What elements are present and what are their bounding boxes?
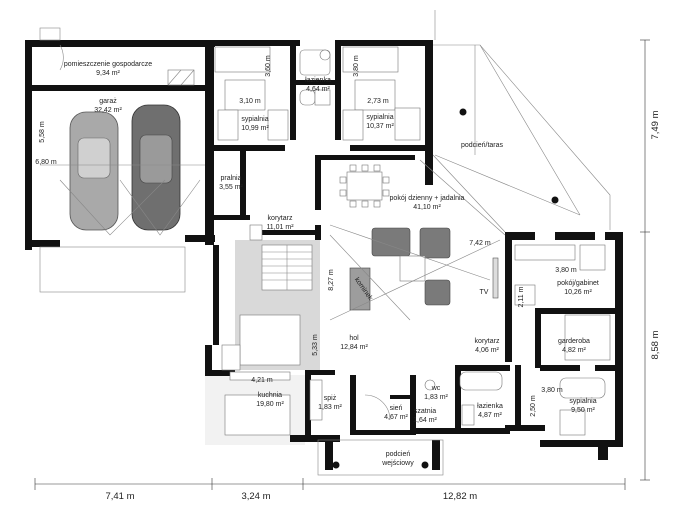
label-pokoj-dzienny-name: pokój dzienny + jadalnia bbox=[390, 195, 465, 202]
label-sypialnia3-area: 9,50 m² bbox=[571, 407, 595, 414]
dim-3-80c: 3,80 m bbox=[541, 387, 563, 394]
stairs bbox=[261, 244, 313, 291]
walls bbox=[25, 40, 623, 470]
living-furniture bbox=[329, 159, 506, 321]
label-sien-name: sień bbox=[390, 405, 403, 412]
overall-dimensions: 7,49 m 8,58 m 7,41 m 3,24 m 12,82 m bbox=[105, 110, 661, 502]
label-korytarz1-area: 11,01 m² bbox=[266, 224, 294, 231]
label-sypialnia2-name: sypialnia bbox=[366, 114, 393, 121]
label-sypialnia3-name: sypialnia bbox=[569, 398, 596, 405]
interior-dimensions: 5,58 m 6,80 m 3,10 m 3,60 m 3,80 m 2,73 … bbox=[35, 55, 577, 417]
label-pokoj-dzienny-area: 41,10 m² bbox=[413, 204, 441, 211]
label-sien-area: 4,67 m² bbox=[384, 414, 408, 421]
dim-total-12-82: 12,82 m bbox=[443, 491, 477, 502]
label-korytarz2-name: korytarz bbox=[475, 338, 500, 345]
dimension-lines bbox=[34, 10, 650, 490]
label-kuchnia-name: kuchnia bbox=[258, 392, 282, 399]
dim-total-3-24: 3,24 m bbox=[241, 491, 270, 502]
label-hol-name: hol bbox=[349, 335, 359, 342]
kitchen-furniture bbox=[221, 224, 323, 436]
label-sypialnia2-area: 10,37 m² bbox=[366, 123, 394, 130]
label-korytarz1-name: korytarz bbox=[268, 215, 293, 222]
bathroom-fixtures bbox=[424, 244, 611, 436]
dim-2-50: 2,50 m bbox=[530, 395, 537, 417]
dim-6-80: 6,80 m bbox=[35, 159, 57, 166]
label-garaz-name: garaż bbox=[99, 98, 117, 105]
dim-4-21: 4,21 m bbox=[251, 377, 273, 384]
bedroom-furniture bbox=[214, 46, 421, 141]
label-podcien-taras: podcień/taras bbox=[461, 142, 504, 149]
label-garderoba-name: garderoba bbox=[558, 338, 590, 345]
label-szatnia-area: 1,64 m² bbox=[413, 417, 437, 424]
dim-8-27: 8,27 m bbox=[328, 269, 335, 291]
label-tv: TV bbox=[480, 289, 489, 296]
dim-5-33: 5,33 m bbox=[312, 334, 319, 356]
dim-total-7-49: 7,49 m bbox=[650, 110, 661, 139]
label-pralnia-name: pralnia bbox=[220, 175, 241, 182]
dim-2-73: 2,73 m bbox=[367, 98, 389, 105]
label-garderoba-area: 4,82 m² bbox=[562, 347, 586, 354]
dim-5-58: 5,58 m bbox=[39, 121, 46, 143]
label-pokoj-gabinet-name: pokój/gabinet bbox=[557, 280, 599, 287]
label-kuchnia-area: 19,80 m² bbox=[256, 401, 284, 408]
label-lazienka1-area: 4,64 m² bbox=[306, 86, 330, 93]
dim-total-8-58: 8,58 m bbox=[650, 330, 661, 359]
label-podcien-wejsciowy-line1: podcień bbox=[386, 451, 411, 458]
room-labels: pomieszczenie gospodarcze 9,34 m² garaż … bbox=[64, 61, 599, 467]
dim-2-11: 2,11 m bbox=[518, 286, 525, 307]
label-szatnia-name: szatnia bbox=[414, 408, 436, 415]
label-pralnia-area: 3,55 m² bbox=[219, 184, 243, 191]
label-wc-name: wc bbox=[431, 385, 441, 392]
label-spiz-name: spiż bbox=[324, 395, 337, 402]
label-pomieszczenie-area: 9,34 m² bbox=[96, 70, 120, 77]
terrace bbox=[432, 44, 611, 233]
label-hol-area: 12,84 m² bbox=[340, 344, 368, 351]
label-spiz-area: 1,83 m² bbox=[318, 404, 342, 411]
label-wc-area: 1,83 m² bbox=[424, 394, 448, 401]
label-pokoj-gabinet-area: 10,26 m² bbox=[564, 289, 592, 296]
label-sypialnia1-name: sypialnia bbox=[241, 116, 268, 123]
label-pomieszczenie-name: pomieszczenie gospodarcze bbox=[64, 61, 152, 68]
dim-3-80b: 3,80 m bbox=[555, 267, 577, 274]
label-podcien-wejsciowy-line2: wejściowy bbox=[381, 460, 414, 467]
entry-porch bbox=[317, 394, 444, 476]
dim-total-7-41: 7,41 m bbox=[105, 491, 134, 502]
dim-3-80a: 3,80 m bbox=[353, 55, 360, 77]
label-korytarz2-area: 4,06 m² bbox=[475, 347, 499, 354]
dim-3-60: 3,60 m bbox=[265, 55, 272, 77]
label-sypialnia1-area: 10,99 m² bbox=[241, 125, 269, 132]
dim-3-10: 3,10 m bbox=[239, 98, 261, 105]
label-lazienka1-name: łazienka bbox=[305, 77, 331, 84]
garage-cars bbox=[40, 104, 205, 236]
label-lazienka2-area: 4,87 m² bbox=[478, 412, 502, 419]
label-lazienka2-name: łazienka bbox=[477, 403, 503, 410]
label-garaz-area: 32,42 m² bbox=[94, 107, 122, 114]
dim-7-42: 7,42 m bbox=[469, 240, 491, 247]
